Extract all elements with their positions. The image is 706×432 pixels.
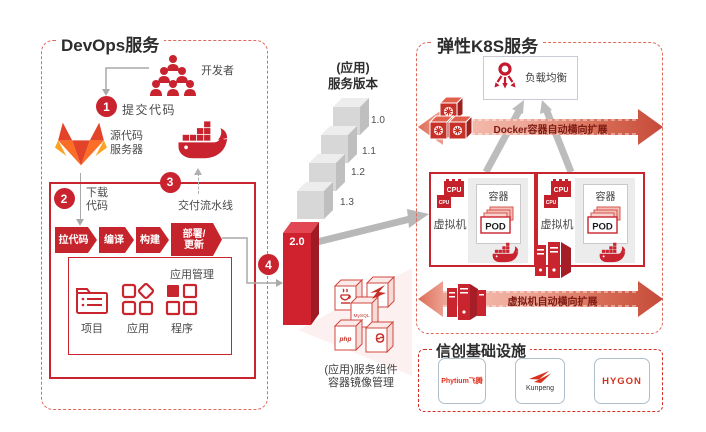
docker-scale-band <box>418 109 663 145</box>
servers-icon-mid <box>535 242 571 278</box>
version-1-2: 1.2 <box>351 167 365 178</box>
components-label: (应用)服务组件 容器镜像管理 <box>316 364 406 390</box>
connector-dev-to-step1 <box>102 67 149 96</box>
project-folder-icon <box>76 288 108 314</box>
version-1-0: 1.0 <box>371 115 385 126</box>
step3-badge: 3 <box>159 171 181 193</box>
vm-node-2-label: 虚拟机 <box>540 219 574 231</box>
k8s-section-title: 弹性K8S服务 <box>432 32 544 57</box>
vm-scale-band <box>418 281 663 317</box>
infra-section-title: 信创基础设施 <box>432 340 531 361</box>
connector-deploy-to-bar <box>222 237 283 287</box>
versions-title-line1: (应用) <box>336 61 370 75</box>
vm-scale-label: 虚拟机自动横向扩展 <box>507 297 598 308</box>
kunpeng-logo-icon <box>529 371 551 383</box>
step3-label: 交付流水线 <box>178 200 233 212</box>
svg-text:CPU: CPU <box>447 187 462 194</box>
connector-gitlab-arrowhead <box>76 219 84 226</box>
app-mgmt-item-program: 程序 <box>171 323 193 335</box>
vm-node-1-docker-icon <box>492 242 519 263</box>
svg-text:POD: POD <box>485 222 506 233</box>
vendor-card-phytium: Phytium飞腾 <box>438 358 486 404</box>
gitlab-icon <box>55 122 107 166</box>
current-version-bar <box>283 222 319 325</box>
servers-icon-band <box>447 284 486 320</box>
java-glyph <box>340 288 351 304</box>
arrow-glyph <box>370 285 386 299</box>
arrow-to-k8s <box>312 209 429 247</box>
step4-badge: 4 <box>258 254 279 275</box>
vm-node-2-container-label: 容器 <box>595 192 616 203</box>
step2-label: 下载代码 <box>86 187 108 212</box>
current-version-label: 2.0 <box>289 236 305 248</box>
docker-scale-label: Docker容器自动横向扩展 <box>493 125 608 136</box>
version-cubes <box>297 98 369 219</box>
php-label: php <box>339 336 352 343</box>
svg-text:CPU: CPU <box>546 200 557 206</box>
connector-gitlab-to-pipeline <box>80 173 81 220</box>
kunpeng-logo-label: Kunpeng <box>525 385 555 392</box>
hygon-logo: HYGON <box>602 375 642 387</box>
pipeline-step-deploy-label: 部署/更新 <box>182 228 206 251</box>
pipeline-step-deploy: 部署/更新 <box>171 223 222 256</box>
program-icon <box>165 283 198 316</box>
version-1-1: 1.1 <box>362 146 376 157</box>
components-label-line2: 容器镜像管理 <box>328 377 394 389</box>
app-mgmt-item-project: 项目 <box>81 323 103 335</box>
step1-label: 提交代码 <box>122 103 177 117</box>
connector-whale-arrowhead <box>194 168 202 175</box>
python-glyph <box>375 333 385 343</box>
infra-section-box <box>418 349 663 412</box>
load-balancer-box <box>483 56 578 100</box>
vendor-card-hygon: HYGON <box>594 358 650 404</box>
app-mgmt-box <box>68 257 232 355</box>
container-packages-icon <box>428 95 474 141</box>
vm-node-1-container-label: 容器 <box>488 192 509 203</box>
load-balancer-label: 负载均衡 <box>525 72 567 84</box>
pipeline-box <box>49 182 256 379</box>
developers-icon <box>150 55 196 96</box>
devops-section-title: DevOps服务 <box>56 31 165 56</box>
svg-text:POD: POD <box>592 222 613 233</box>
gitlab-label: 源代码服务器 <box>110 130 143 156</box>
step2-badge: 2 <box>53 188 75 209</box>
mysql-label: MySQL <box>354 313 370 319</box>
app-mgmt-title: 应用管理 <box>170 269 214 281</box>
developers-label: 开发者 <box>201 65 234 77</box>
phytium-logo: Phytium飞腾 <box>441 378 483 385</box>
pipeline-step-pull: 拉代码 <box>55 227 97 253</box>
vm-node-1: CPU CPU 虚拟机 容器 POD <box>429 172 536 267</box>
load-balancer-icon <box>494 62 516 89</box>
versions-title-line2: 服务版本 <box>327 77 378 91</box>
vm-node-2-docker-icon <box>599 242 626 263</box>
connector-pipeline-to-whale <box>198 173 199 194</box>
svg-text:CPU: CPU <box>554 187 569 194</box>
application-icon <box>121 283 155 316</box>
vendor-card-kunpeng: Kunpeng <box>515 358 565 404</box>
vm-node-1-pod-icon: POD <box>480 206 514 234</box>
svg-text:CPU: CPU <box>439 200 450 206</box>
components-label-line1: (应用)服务组件 <box>324 364 398 376</box>
vm-node-2-pod-icon: POD <box>587 206 621 234</box>
step1-badge: 1 <box>96 96 117 117</box>
container-images-icon: MySQL php <box>333 276 396 354</box>
docker-whale-icon <box>178 121 228 159</box>
vm-node-2-cpu-icon: CPU CPU <box>544 179 571 208</box>
app-mgmt-item-app: 应用 <box>127 323 149 335</box>
vm-node-1-cpu-icon: CPU CPU <box>437 179 464 208</box>
versions-title: (应用) 服务版本 <box>320 60 386 92</box>
version-1-3: 1.3 <box>340 197 354 208</box>
vm-node-1-label: 虚拟机 <box>433 219 467 231</box>
